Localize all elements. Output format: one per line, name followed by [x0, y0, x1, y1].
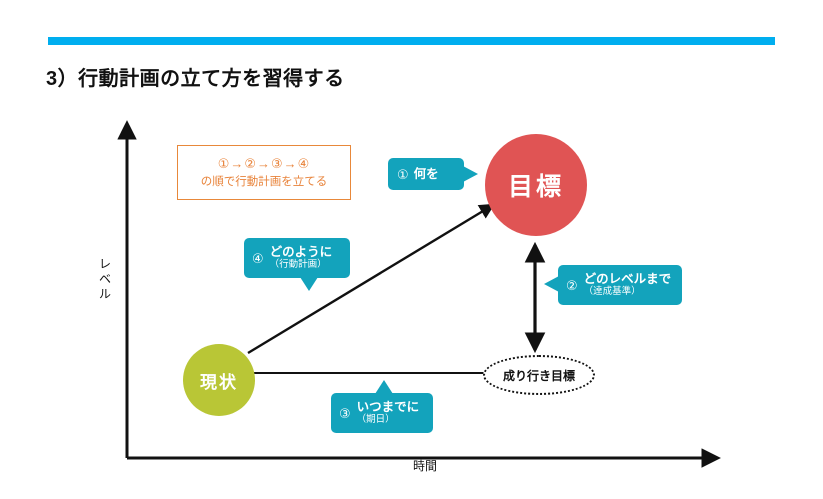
node-goal[interactable]: 目標	[485, 134, 587, 236]
callout-when-tail-icon	[375, 380, 393, 394]
callout-how-main: どのように	[269, 244, 333, 259]
node-drift-target-label: 成り行き目標	[502, 368, 575, 383]
node-current-state-label: 現状	[200, 372, 238, 392]
page-title: 3）行動計画の立て方を習得する	[46, 68, 345, 90]
callout-how-text: どのように （行動計画）	[270, 245, 333, 271]
diagram-connectors	[117, 120, 721, 468]
sequence-order-text: ①→②→③→④	[217, 155, 311, 171]
action-plan-diagram: レ ベ ル 時間 目標 現状 成り行き目標 ①→②→③→④ の順で行動計画を立て…	[0, 95, 823, 499]
callout-what-number: ①	[397, 166, 409, 182]
sequence-legend-box: ①→②→③→④ の順で行動計画を立てる	[177, 145, 351, 200]
callout-level-text: どのレベルまで （達成基準）	[584, 272, 672, 298]
callout-when-main: いつまでに	[356, 399, 420, 414]
callout-what-text: 何を	[414, 167, 439, 181]
callout-level-tail-icon	[544, 276, 559, 292]
header-accent-bar	[48, 37, 775, 45]
x-axis-label: 時間	[412, 459, 437, 473]
node-drift-target[interactable]: 成り行き目標	[483, 355, 595, 395]
callout-level[interactable]: ② どのレベルまで （達成基準）	[544, 265, 682, 305]
callout-when-text: いつまでに （期日）	[357, 400, 420, 426]
callout-when-number: ③	[339, 405, 351, 421]
node-goal-label: 目標	[507, 173, 564, 201]
callout-what-main: 何を	[413, 166, 439, 181]
callout-how-leader	[300, 291, 345, 313]
callout-how-tail-icon	[300, 277, 318, 291]
callout-what[interactable]: ① 何を	[388, 158, 478, 190]
sequence-caption-text: の順で行動計画を立てる	[200, 175, 328, 188]
callout-how[interactable]: ④ どのように （行動計画）	[244, 238, 350, 291]
y-axis-label: レ ベ ル	[98, 257, 111, 301]
callout-how-number: ④	[252, 250, 264, 266]
callout-level-sub: （達成基準）	[583, 286, 641, 298]
callout-level-main: どのレベルまで	[583, 271, 672, 286]
node-current-state[interactable]: 現状	[183, 344, 255, 416]
callout-level-number: ②	[566, 277, 578, 293]
callout-when[interactable]: ③ いつまでに （期日）	[331, 380, 433, 433]
callout-how-sub: （行動計画）	[269, 259, 327, 271]
callout-what-tail-icon	[463, 166, 478, 182]
growth-arrow	[247, 203, 496, 355]
callout-when-sub: （期日）	[356, 414, 395, 426]
